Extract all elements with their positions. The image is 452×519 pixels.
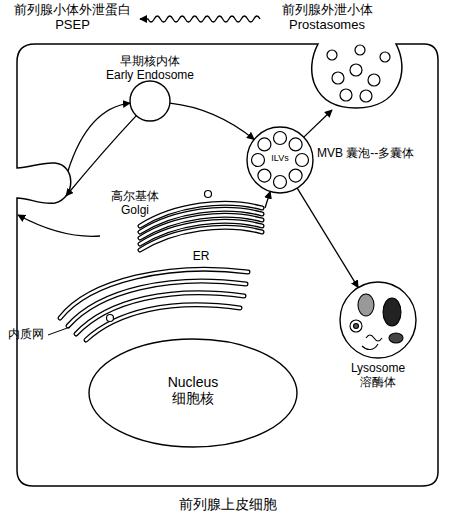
ilv-circle	[296, 154, 309, 167]
lysosome-debris	[366, 335, 382, 341]
lysosome-body	[350, 320, 362, 332]
nucleus-ellipse: Nucleus 细胞核	[88, 338, 298, 448]
prostasome-circle	[350, 64, 362, 76]
lysosome-body	[389, 333, 403, 343]
protein-label: 前列腺小体外泄蛋白 PSEP	[5, 3, 140, 39]
flow-arrow	[297, 188, 358, 288]
ilv-circle	[258, 169, 271, 182]
er-organelle: ER 内质网	[3, 248, 253, 348]
golgi-stack-lumen	[140, 203, 262, 250]
golgi-organelle: 高尔基体 Golgi	[100, 188, 265, 260]
prostasome-group: 前列腺外泄小体 Prostasomes	[262, 3, 392, 110]
lysosome-circle: Lysosome 溶酶体	[335, 280, 421, 396]
golgi-stack-outline	[140, 203, 262, 250]
ilv-circle	[252, 154, 265, 167]
prostasome-circle	[355, 45, 365, 55]
lysosome-body	[354, 324, 359, 329]
flow-arrow	[304, 110, 332, 137]
mvb-circle: ILVs MVB 囊泡--多囊体	[245, 125, 425, 195]
lysosome-circle	[340, 282, 416, 358]
flow-arrow	[66, 116, 136, 196]
node-label: 前列腺小体外泄蛋白 PSEP	[5, 3, 140, 33]
node-label: 前列腺外泄小体 Prostasomes	[262, 3, 392, 33]
transport-vesicle	[205, 191, 212, 198]
lysosome-debris	[362, 344, 378, 350]
er-lumen	[60, 269, 248, 340]
prostasome-circle	[368, 74, 380, 86]
mvb-circle	[247, 127, 313, 193]
prostasome-circle	[327, 50, 337, 60]
ilv-circle	[289, 169, 302, 182]
nucleus-ellipse	[89, 339, 297, 447]
node-label: ER	[186, 250, 216, 264]
prostasome-vesicles	[327, 45, 390, 102]
prostasome-circle	[360, 90, 372, 102]
golgi-cisterna	[140, 227, 262, 250]
node-shape	[15, 40, 440, 490]
release-arrow	[140, 16, 260, 22]
transport-vesicle	[107, 315, 114, 322]
golgi-lumen	[140, 227, 262, 250]
ilv-circle	[274, 176, 287, 189]
lysosome-body	[383, 298, 401, 326]
cell-outline: 前列腺上皮细胞早期核内体 Early EndosomeILVsMVB 囊泡--多…	[15, 40, 440, 490]
er-lumen-line	[86, 305, 240, 340]
node-label: Nucleus 细胞核	[158, 374, 228, 406]
lysosome-contents	[350, 294, 403, 350]
cell-outline	[17, 44, 438, 486]
endosome-circle	[130, 81, 170, 121]
er-outline	[60, 269, 248, 340]
prostasome-circle	[332, 72, 344, 84]
node-label: 前列腺上皮细胞	[15, 496, 440, 512]
endosome-circle: 早期核内体 Early Endosome	[100, 55, 200, 122]
node-label: 高尔基体 Golgi	[100, 190, 170, 218]
flow-arrow	[170, 103, 254, 139]
prostasome-circle	[380, 52, 390, 62]
node-label: ILVs	[250, 153, 310, 163]
lysosome-body	[358, 294, 374, 316]
ilv-circle	[289, 138, 302, 151]
leader-line	[48, 327, 70, 335]
node-label: 内质网	[3, 328, 49, 342]
node-label: 早期核内体 Early Endosome	[100, 55, 200, 83]
flow-arrow	[68, 103, 130, 171]
prostasome-circle	[340, 89, 352, 101]
ilv-circle	[258, 138, 271, 151]
flow-arrow	[265, 192, 270, 209]
ilv-circle	[274, 132, 287, 145]
node-label: MVB 囊泡--多囊体	[317, 147, 425, 161]
node-label: Lysosome 溶酶体	[335, 362, 421, 390]
flow-arrow	[18, 215, 100, 236]
